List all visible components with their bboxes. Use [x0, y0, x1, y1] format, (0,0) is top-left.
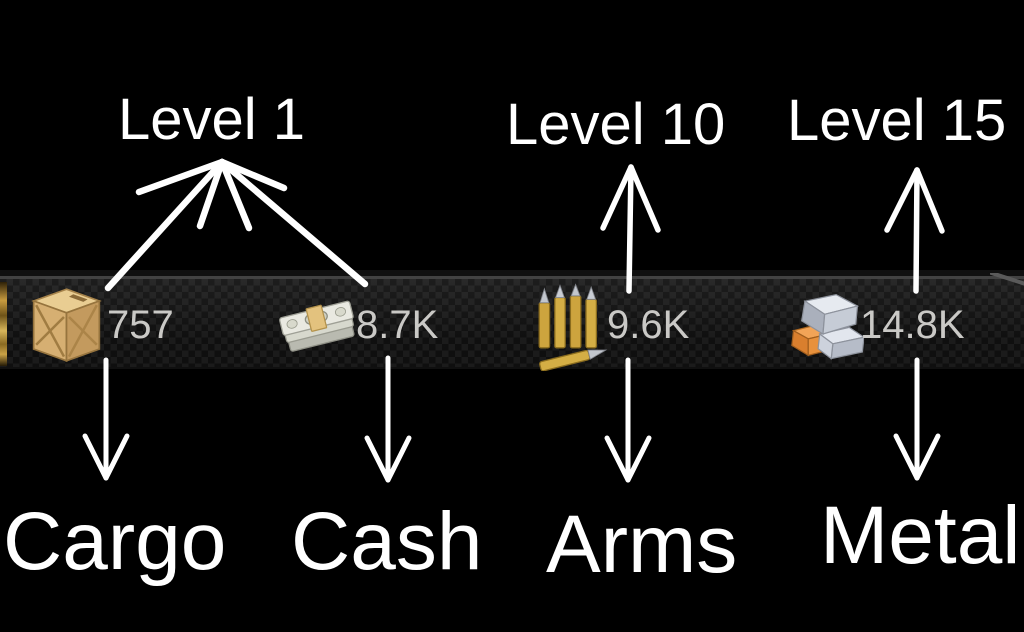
bar-top-highlight-line: [0, 276, 1024, 279]
cargo-label: Cargo: [3, 496, 227, 587]
metal-value: 14.8K: [860, 303, 965, 347]
cash-resource[interactable]: 8.7K: [270, 270, 470, 369]
arms-arrow-down: [604, 357, 652, 483]
crate-icon: [31, 288, 102, 362]
cargo-resource[interactable]: 757: [0, 270, 230, 369]
cash-arrow-down: [364, 355, 412, 483]
arms-label: Arms: [546, 499, 738, 590]
money-stack-icon: [279, 300, 355, 352]
cash-label: Cash: [291, 496, 483, 587]
cargo-arrow-down: [82, 357, 130, 481]
cargo-value: 757: [107, 303, 174, 347]
level-10-label: Level 10: [506, 92, 726, 157]
level-1-label: Level 1: [118, 87, 306, 152]
metal-resource[interactable]: 14.8K: [776, 270, 996, 369]
bullets-icon: [538, 283, 608, 371]
cash-value: 8.7K: [356, 303, 439, 347]
metal-arrow-down: [893, 357, 941, 481]
level-15-label: Level 15: [787, 88, 1007, 153]
left-edge-partial-icon: [0, 282, 7, 366]
metal-ingots-icon: [791, 293, 864, 360]
arms-resource[interactable]: 9.6K: [528, 270, 728, 371]
metal-label: Metal: [820, 490, 1021, 581]
resource-bar: 757 8.7K: [0, 270, 1024, 371]
arms-value: 9.6K: [607, 303, 690, 347]
